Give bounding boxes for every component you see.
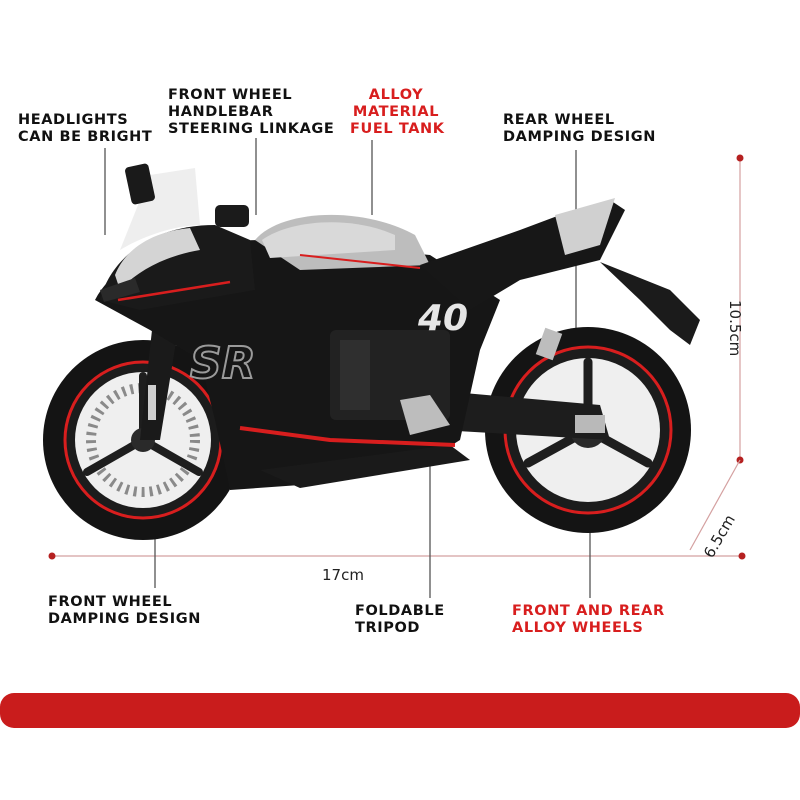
height-dimension-label: 10.5cm bbox=[726, 300, 744, 357]
label-rear-wheel-damping: REAR WHEEL DAMPING DESIGN bbox=[503, 112, 656, 146]
label-line: REAR WHEEL bbox=[503, 112, 615, 128]
rear-wheel bbox=[430, 327, 691, 533]
motorcycle-body: SR 40 bbox=[95, 163, 700, 490]
label-alloy-wheels: FRONT AND REAR ALLOY WHEELS bbox=[512, 603, 665, 637]
label-line: ALLOY bbox=[368, 87, 424, 103]
dimension-lines bbox=[48, 154, 746, 560]
label-line: FOLDABLE bbox=[355, 603, 445, 619]
label-line: FRONT WHEEL bbox=[48, 594, 173, 610]
label-line: FRONT AND REAR bbox=[512, 603, 665, 619]
label-line: TRIPOD bbox=[355, 620, 421, 636]
label-line: HEADLIGHTS bbox=[18, 112, 129, 128]
bike-race-number: 40 bbox=[417, 298, 468, 339]
label-headlights: HEADLIGHTS CAN BE BRIGHT bbox=[18, 112, 152, 146]
label-line: STEERING LINKAGE bbox=[168, 121, 335, 137]
front-wheel bbox=[43, 330, 243, 540]
label-line: HANDLEBAR bbox=[168, 104, 274, 120]
label-line: ALLOY WHEELS bbox=[512, 620, 644, 636]
width-dimension-line bbox=[689, 459, 741, 551]
bike-model-logo: SR bbox=[190, 338, 256, 389]
label-line: FUEL TANK bbox=[350, 121, 445, 137]
label-line: DAMPING DESIGN bbox=[48, 611, 202, 627]
label-line: DAMPING DESIGN bbox=[503, 129, 657, 145]
bottom-accent-bar bbox=[0, 693, 800, 728]
label-handlebar-steering: FRONT WHEEL HANDLEBAR STEERING LINKAGE bbox=[168, 87, 334, 138]
label-line: CAN BE BRIGHT bbox=[18, 129, 153, 145]
label-line: FRONT WHEEL bbox=[168, 87, 293, 103]
label-alloy-fuel-tank: ALLOY MATERIAL FUEL TANK bbox=[350, 87, 445, 138]
label-line: MATERIAL bbox=[352, 104, 440, 120]
length-dimension-label: 17cm bbox=[322, 566, 364, 584]
label-front-wheel-damping: FRONT WHEEL DAMPING DESIGN bbox=[48, 594, 201, 628]
label-foldable-tripod: FOLDABLE TRIPOD bbox=[355, 603, 445, 637]
